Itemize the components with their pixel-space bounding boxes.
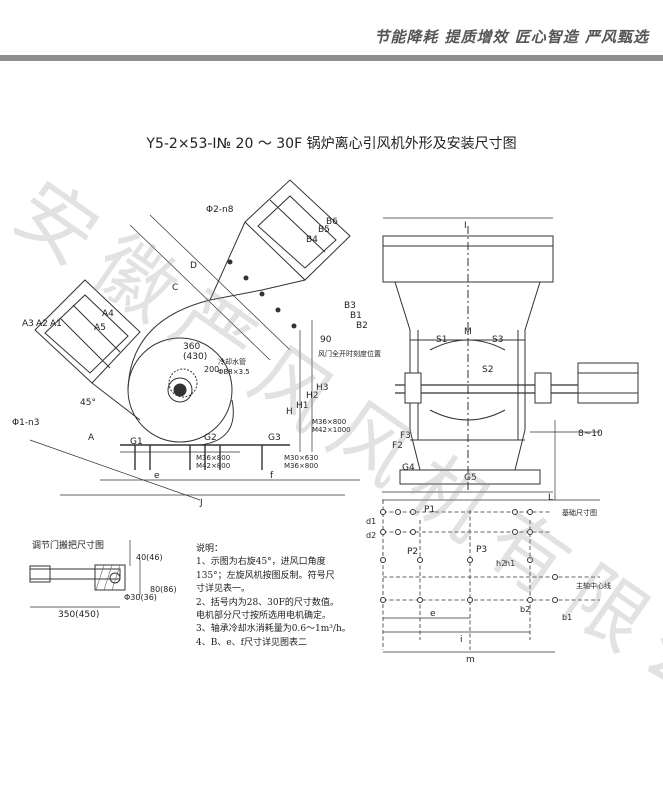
label-S2: S2 <box>482 365 493 375</box>
note-line: 135°；左旋风机按图反制。符号尺 <box>196 570 335 581</box>
header-divider <box>0 55 663 61</box>
label-cool-water-spec: ΦB8×3.5 <box>218 368 250 376</box>
slogan-text: 节能降耗 提质增效 匠心智造 严风甄选 <box>374 28 649 46</box>
label-d30: Φ30(36) <box>124 593 157 602</box>
label-A5: A5 <box>94 323 106 333</box>
label-phi-n8: Φ2-n8 <box>206 205 234 215</box>
base-title: 基础尺寸图 <box>562 508 597 517</box>
inlet-box <box>34 279 141 384</box>
label-d1: d1 <box>366 517 376 526</box>
label-b2: b2 <box>520 605 530 614</box>
label-B6: B6 <box>326 217 338 227</box>
outlet-box <box>244 179 351 281</box>
note-line: 2、括号内为28、30F的尺寸数值。 <box>196 597 339 608</box>
label-A: A <box>88 433 95 443</box>
label-bolt1: M36×800 <box>196 454 230 462</box>
fan-drawing: Φ1-n3 Φ2-n8 45° A A1 A2 A3 A4 A5 C D B4 … <box>12 179 639 665</box>
label-bolt5: M30×630 <box>284 454 318 462</box>
note-line: 电机部分尺寸按所选用电机确定。 <box>196 611 332 622</box>
label-45deg: 45° <box>80 398 96 408</box>
label-S3: S3 <box>492 335 503 345</box>
label-P2: P2 <box>407 547 418 557</box>
label-200: 200 <box>204 365 219 374</box>
label-H2: H2 <box>306 391 319 401</box>
label-B4: B4 <box>306 235 318 245</box>
label-f: f <box>270 471 274 481</box>
label-b1: b1 <box>562 613 572 622</box>
note-line: 4、B、e、f尺寸详见图表二 <box>196 637 307 648</box>
note-line: 3、轴承冷却水消耗量为0.6～1m³/h。 <box>196 624 351 635</box>
label-H: H <box>286 407 293 417</box>
label-d350: 350(450) <box>58 610 99 620</box>
label-e: e <box>154 471 160 481</box>
label-d40: 40(46) <box>136 553 163 562</box>
label-S1: S1 <box>436 335 447 345</box>
label-d80: 80(86) <box>150 585 177 594</box>
label-G5: G5 <box>464 473 477 483</box>
note-line: 寸详见表一。 <box>196 584 251 595</box>
label-e2: e <box>430 609 436 619</box>
label-F2: F2 <box>392 441 403 451</box>
label-J: J <box>199 498 203 508</box>
label-H3: H3 <box>316 383 329 393</box>
label-spindle: 主轴中心线 <box>576 581 611 590</box>
drawing-title: Y5-2×53-Ⅰ№ 20 ～ 30F 锅炉离心引风机外形及安装尺寸图 <box>146 136 517 152</box>
label-B5: B5 <box>318 225 330 235</box>
label-P3: P3 <box>476 545 487 555</box>
motor <box>577 362 639 404</box>
label-H1: H1 <box>296 401 309 411</box>
notes-block: 说明： 1、示图为右旋45°，进风口角度 135°；左旋风机按图反制。符号尺 寸… <box>196 543 381 650</box>
label-bolt2: M42×800 <box>196 462 230 470</box>
label-h1: h1 <box>505 559 515 568</box>
label-G1: G1 <box>130 437 143 447</box>
label-B3: B3 <box>344 301 356 311</box>
label-A4: A4 <box>102 309 114 319</box>
label-F3: F3 <box>400 431 411 441</box>
label-bolt3: M36×800 <box>312 418 346 426</box>
label-d2: d2 <box>366 531 376 540</box>
label-B1: B1 <box>350 311 362 321</box>
label-cool-water: 冷却水管 <box>218 357 246 366</box>
label-damper-note: 风门全开时刻度位置 <box>318 349 381 358</box>
label-G2: G2 <box>204 433 217 443</box>
label-G3: G3 <box>268 433 281 443</box>
label-360: 360 <box>183 342 200 352</box>
label-h2: h2 <box>496 559 506 568</box>
label-P1: P1 <box>424 505 435 515</box>
label-D: D <box>190 261 197 271</box>
impeller-hub <box>167 377 193 403</box>
label-gap: 8~10 <box>578 429 603 439</box>
label-A2: A2 <box>36 319 48 329</box>
label-bolt4: M42×1000 <box>312 426 351 434</box>
label-i: i <box>460 635 463 645</box>
label-C: C <box>172 283 178 293</box>
handle-bar <box>29 568 121 580</box>
label-m: m <box>466 655 475 665</box>
label-I: I <box>464 221 467 231</box>
label-L: L <box>548 493 553 503</box>
label-bolt6: M36×800 <box>284 462 318 470</box>
note-line: 1、示图为右旋45°，进风口角度 <box>196 557 326 568</box>
label-B2: B2 <box>356 321 368 331</box>
label-M: M <box>464 327 472 337</box>
label-A3: A3 <box>22 319 34 329</box>
handle-title: 调节门搬把尺寸图 <box>32 539 104 551</box>
notes-title: 说明： <box>196 544 224 554</box>
label-G4: G4 <box>402 463 415 473</box>
label-430: (430) <box>183 352 207 362</box>
label-90: 90 <box>320 335 332 345</box>
volute-outline <box>127 337 233 443</box>
label-phi-n3: Φ1-n3 <box>12 418 40 428</box>
label-A1: A1 <box>50 319 62 329</box>
